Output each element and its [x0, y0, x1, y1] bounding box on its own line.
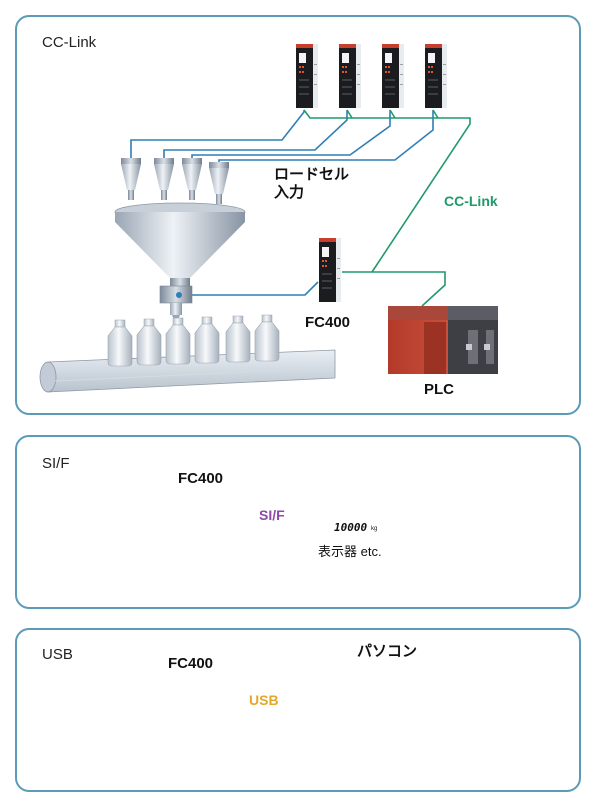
- fc400-label-cclink: FC400: [305, 314, 351, 331]
- sif-panel-title: SI/F: [42, 455, 70, 472]
- loadcell-block: [159, 285, 193, 325]
- cclink-wires: [303, 109, 471, 307]
- bottle-5: [225, 315, 251, 363]
- hopper-4: [209, 162, 229, 204]
- plc-label: PLC: [424, 381, 454, 398]
- controller-unit-2: [339, 44, 361, 108]
- cclink-network-label: CC-Link: [444, 193, 498, 209]
- loadcell-input-label-line2: 入力: [274, 184, 305, 201]
- usb-panel: [15, 628, 581, 792]
- hopper-3: [182, 158, 202, 200]
- controller-unit-1: [296, 44, 318, 108]
- display-device-label: 表示器 etc.: [318, 544, 382, 559]
- cclink-panel-title: CC-Link: [42, 34, 97, 51]
- bottle-6: [254, 314, 280, 362]
- pc-label: パソコン: [357, 643, 418, 660]
- sif-panel: [15, 435, 581, 609]
- loadcell-input-label-line1: ロードセル: [274, 166, 350, 183]
- fc400-label-usb: FC400: [168, 655, 214, 672]
- controller-unit-3: [382, 44, 404, 108]
- bottle-1: [107, 319, 133, 367]
- controller-unit-4: [425, 44, 447, 108]
- sif-link-label: SI/F: [259, 507, 285, 523]
- bottle-3: [165, 317, 191, 365]
- usb-panel-title: USB: [42, 646, 73, 663]
- display-unit: kg: [371, 526, 378, 532]
- bottle-4: [194, 316, 220, 364]
- plc-device: [388, 306, 498, 374]
- fc400-unit-cclink: [319, 238, 341, 302]
- display-readout: 10000: [334, 521, 368, 534]
- bottle-2: [136, 318, 162, 366]
- funnel: [114, 202, 246, 286]
- hopper-1: [121, 158, 141, 200]
- hopper-2: [154, 158, 174, 200]
- usb-link-label: USB: [249, 692, 279, 708]
- fc400-label-sif: FC400: [178, 470, 224, 487]
